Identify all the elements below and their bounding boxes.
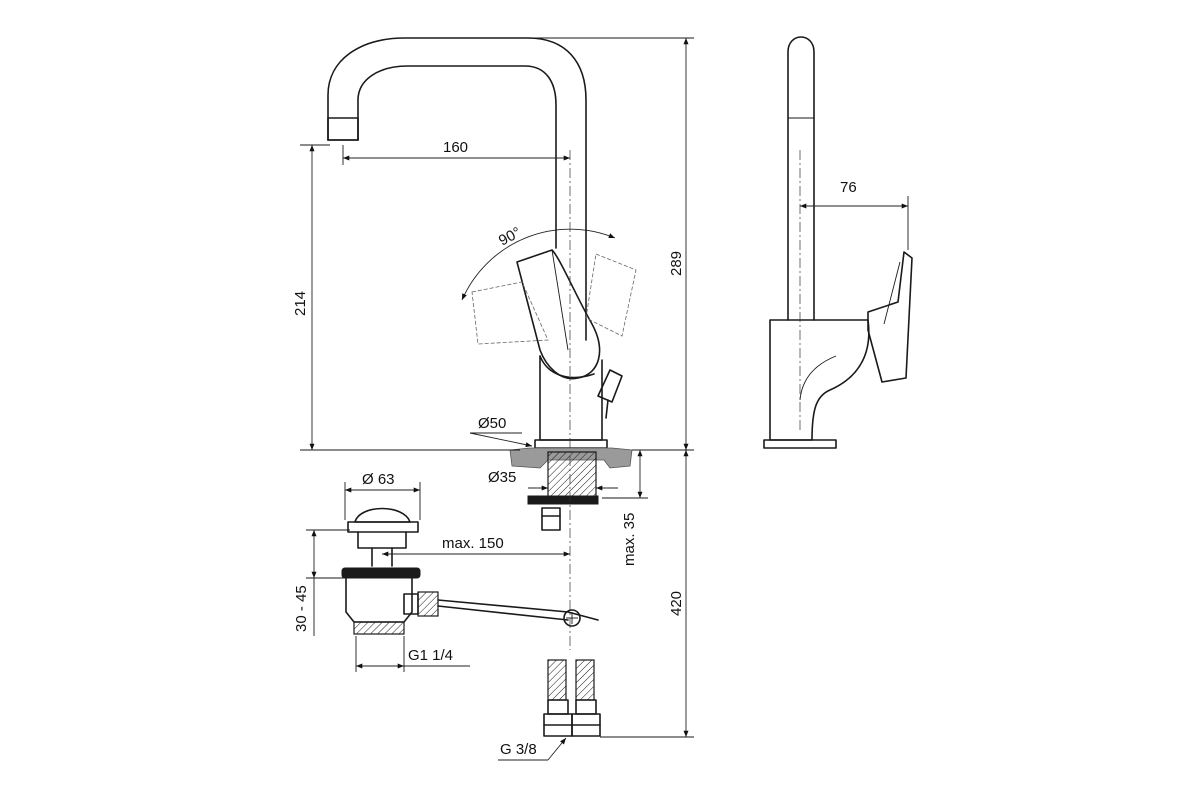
fixing-nut [527, 495, 599, 505]
lever-handle [516, 249, 601, 380]
faucet-side-view [763, 36, 913, 449]
faucet-front-view [327, 37, 637, 650]
label-waste-diameter: Ø 63 [362, 471, 395, 488]
label-shank-diameter: Ø35 [488, 469, 516, 486]
label-hose-thread: G 3/8 [500, 741, 537, 758]
flexible-hoses [543, 659, 601, 737]
spout-inner [357, 65, 557, 249]
label-base-diameter: Ø50 [478, 415, 506, 432]
popup-waste [341, 507, 599, 635]
label-spout-reach: 160 [443, 139, 468, 156]
label-hose-length: 420 [668, 591, 685, 616]
spout-outer [327, 37, 587, 341]
waste-cap [354, 507, 411, 523]
label-spout-height: 214 [292, 291, 309, 316]
side-body [769, 319, 870, 441]
linkage-clamp [563, 609, 581, 627]
label-waste-range: 30 - 45 [293, 585, 310, 632]
label-overall-height: 289 [668, 251, 685, 276]
side-spout [787, 36, 815, 321]
dimension-lines [300, 37, 909, 761]
side-base [763, 439, 837, 449]
dimension-labels: 160 214 289 76 90° Ø50 Ø35 max. 35 Ø 63 … [292, 139, 857, 758]
label-max-counter-thickness: max. 35 [621, 513, 638, 566]
label-pull-rod-reach: max. 150 [442, 535, 504, 552]
label-rotation-angle: 90° [496, 224, 524, 250]
label-side-depth: 76 [840, 179, 857, 196]
spout-nozzle [327, 117, 359, 141]
shank [547, 451, 597, 499]
waste-body [345, 577, 413, 623]
faucet-base [534, 439, 608, 449]
label-waste-thread: G1 1/4 [408, 647, 453, 664]
rotation-arc [461, 228, 616, 301]
side-lever [867, 251, 913, 383]
lever-ghost-right [585, 253, 637, 337]
waste-flange [341, 567, 421, 579]
